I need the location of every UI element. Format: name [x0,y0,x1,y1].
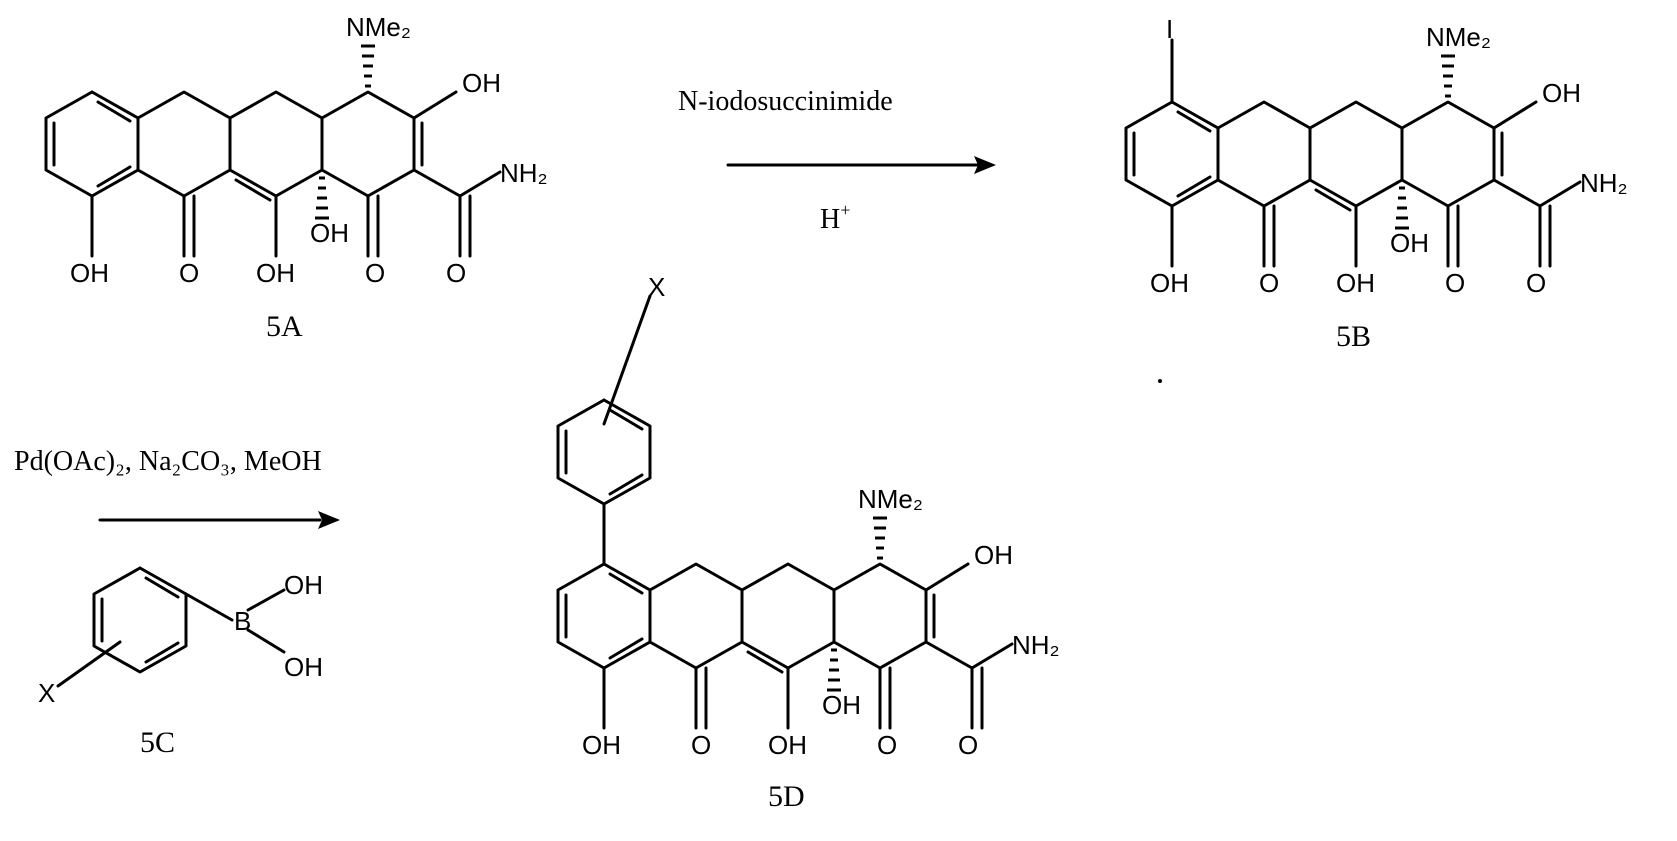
x-substituent-label: X [648,272,665,302]
oh-label: OH [284,652,323,682]
reagents-step2: Pd(OAc)₂, Na₂CO₃, MeOH [14,446,322,477]
nme2-label: NMe₂ [1426,22,1491,52]
iodine-label: I [1166,14,1173,44]
carbonyl-o-label: O [1259,268,1279,298]
carbonyl-o-label: O [691,730,711,760]
compound-label-5d: 5D [768,780,805,813]
catalyst-acid: H+ [820,200,850,235]
carbonyl-o-label: O [446,258,466,288]
oh-label: OH [462,68,501,98]
x-substituent-label: X [38,678,55,708]
oh-label: OH [1150,268,1189,298]
oh-label: OH [974,540,1013,570]
hashed-wedge-c4 [361,46,375,86]
nme2-label: NMe₂ [346,12,411,42]
oh-label: OH [582,730,621,760]
carbonyl-o-label: O [877,730,897,760]
oh-label: OH [1336,268,1375,298]
compound-5c: B OH OH X 5C [38,568,323,759]
reaction-arrow-step2: Pd(OAc)₂, Na₂CO₃, MeOH [14,446,340,529]
oh-label: OH [822,690,861,720]
oh-label: OH [768,730,807,760]
hashed-wedge-c12a [1395,188,1409,228]
oh-label: OH [1390,228,1429,258]
stray-dot [1158,379,1162,383]
reaction-arrow-step1: N-iodosuccinimide H+ [678,86,996,235]
nh2-label: NH₂ [1580,168,1628,198]
oh-label: OH [310,218,349,248]
carbonyl-o-label: O [958,730,978,760]
compound-5b: I OH O OH OH O O NH₂ OH NMe₂ 5B [1126,14,1628,353]
hashed-wedge-c12a [315,178,329,218]
compound-5d: X [558,272,1060,813]
oh-label: OH [284,570,323,600]
hashed-wedge-c4 [873,518,887,558]
carbonyl-o-label: O [179,258,199,288]
compound-label-5c: 5C [140,726,175,759]
nh2-label: NH₂ [500,158,548,188]
hashed-wedge-c12a [827,650,841,690]
carbonyl-o-label: O [1445,268,1465,298]
reagent-n-iodosuccinimide: N-iodosuccinimide [678,86,893,117]
nme2-label: NMe₂ [858,484,923,514]
oh-label: OH [70,258,109,288]
boron-label: B [234,606,251,636]
oh-label: OH [256,258,295,288]
compound-label-5a: 5A [266,310,303,343]
compound-label-5b: 5B [1336,320,1371,353]
nh2-label: NH₂ [1012,630,1060,660]
compound-5a: OH O OH OH O O NH₂ OH NMe₂ 5A [46,12,548,343]
oh-label: OH [1542,78,1581,108]
carbonyl-o-label: O [1526,268,1546,298]
hashed-wedge-c4 [1441,56,1455,96]
carbonyl-o-label: O [365,258,385,288]
